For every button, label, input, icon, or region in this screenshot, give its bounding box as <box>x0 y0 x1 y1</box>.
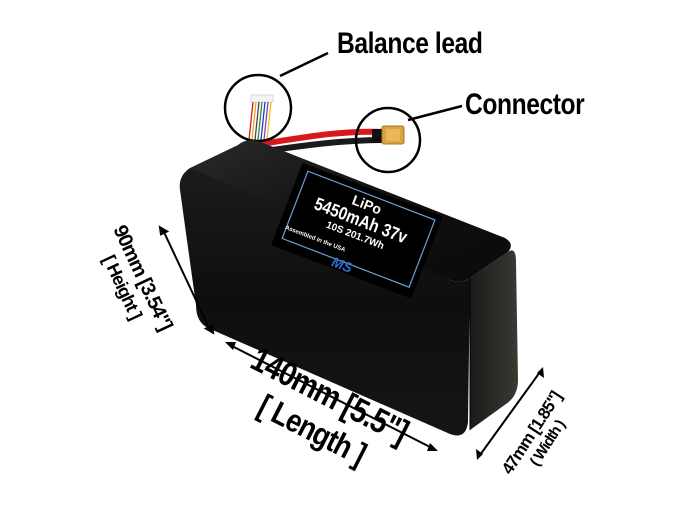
length-arrow <box>225 342 438 451</box>
height-arrow <box>158 225 215 335</box>
connector-leader-line <box>407 104 463 122</box>
xt-connector <box>372 125 405 145</box>
balance-lead-wires <box>248 94 274 141</box>
connector-circle <box>354 106 422 174</box>
brand-logo: MS <box>330 253 356 276</box>
connector-callout: Connector <box>465 88 585 121</box>
battery-label: MS <box>271 162 443 299</box>
balance-lead-callout: Balance lead <box>337 27 483 60</box>
width-arrow <box>476 367 544 460</box>
balance-lead-leader-line <box>279 51 329 78</box>
